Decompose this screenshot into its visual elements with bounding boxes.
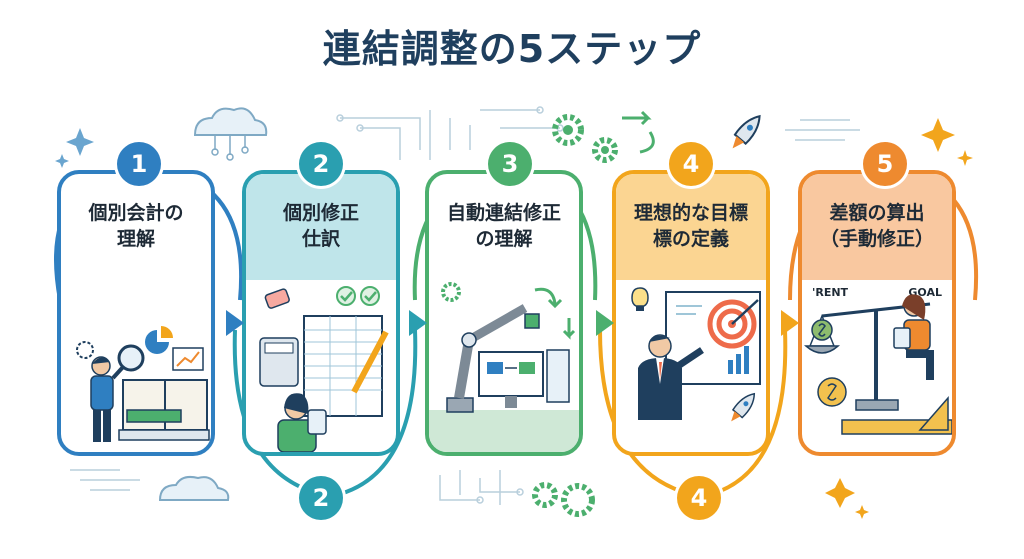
arrow-3-to-4 <box>596 310 614 336</box>
step-card-2: 個別修正 仕訳 <box>242 170 400 456</box>
step-card-1: 個別会計の 理解 <box>57 170 215 456</box>
step-label: 個別修正 仕訳 <box>246 174 396 280</box>
step-number-badge-5: 5 <box>863 142 907 186</box>
step-number-badge-2: 2 <box>299 142 343 186</box>
step-card-4: 理想的な目標 標の定義 <box>612 170 770 456</box>
step-card-5: 差額の算出 （手動修正） 'RENT GOAL <box>798 170 956 456</box>
balance-scale-illustration <box>804 294 952 435</box>
step-label: 自動連結修正 の理解 <box>446 202 561 250</box>
step-number-badge-1: 1 <box>117 142 161 186</box>
rent-label: 'RENT <box>812 286 849 299</box>
arrow-1-to-2 <box>226 310 244 336</box>
arrow-4-to-5 <box>781 310 799 336</box>
step-label: 差額の算出 （手動修正） <box>802 174 952 280</box>
step-label: 理想的な目標 標の定義 <box>616 174 766 280</box>
arrow-2-to-3 <box>409 310 427 336</box>
accounting-illustration <box>76 326 210 442</box>
automation-robot-illustration <box>429 282 579 452</box>
step-number-badge-4: 4 <box>669 142 713 186</box>
step-label: 個別会計の 理解 <box>88 202 184 250</box>
target-goal-illustration <box>631 287 761 422</box>
page-title: 連結調整の5ステップ <box>322 27 702 71</box>
step-card-3: 自動連結修正 の理解 <box>425 170 583 456</box>
journal-entry-illustration <box>259 286 389 452</box>
bottom-number-badge-4: 4 <box>677 476 721 520</box>
bottom-number-badge-2: 2 <box>299 476 343 520</box>
step-number-badge-3: 3 <box>488 142 532 186</box>
